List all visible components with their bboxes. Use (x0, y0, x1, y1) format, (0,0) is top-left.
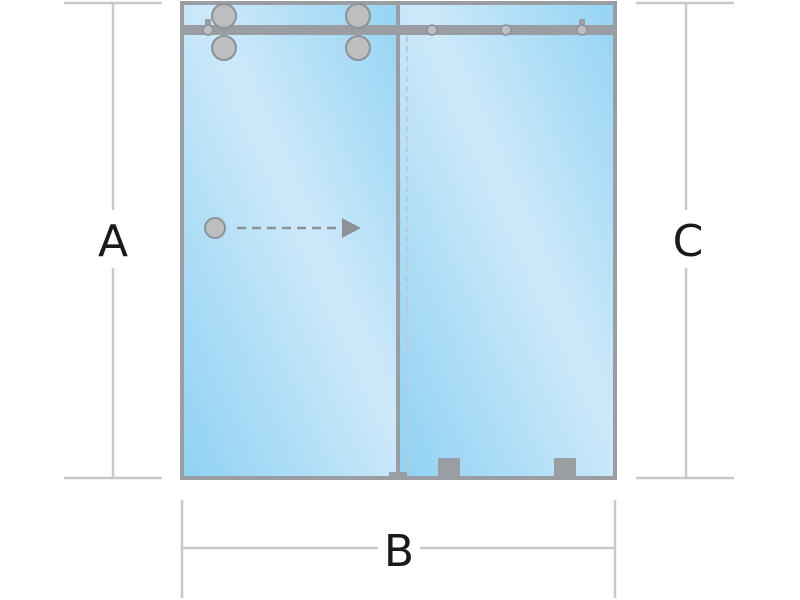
dimension-a (64, 1, 162, 480)
right-track-stop-bolt (576, 24, 588, 36)
left-track-stop (205, 19, 211, 27)
floor-block-left (438, 458, 460, 477)
slide-direction-arrowhead (342, 218, 361, 238)
dimension-c-label: C (673, 216, 704, 267)
track-mount-bolt (500, 24, 512, 36)
door-handle-knob (204, 217, 226, 239)
left-track-stop-bolt (202, 24, 214, 36)
right-roller-assembly (345, 3, 371, 61)
fixed-glass-panel (399, 4, 614, 477)
roller-wheel (211, 35, 237, 61)
dimension-b-label: B (384, 526, 414, 577)
roller-wheel (211, 3, 237, 29)
left-roller-assembly (211, 3, 237, 61)
roller-wheel (345, 3, 371, 29)
floor-guide (389, 472, 407, 478)
dimension-a-label: A (98, 216, 128, 267)
sliding-glass-panel (183, 4, 399, 477)
dimension-c (636, 1, 734, 480)
roller-wheel (345, 35, 371, 61)
track-mount-bolt (426, 24, 438, 36)
dimension-b (180, 500, 617, 598)
floor-block-right (554, 458, 576, 477)
dashed-arrow-right-icon (237, 218, 361, 238)
right-track-stop (579, 19, 585, 27)
top-track-rail (182, 25, 615, 35)
